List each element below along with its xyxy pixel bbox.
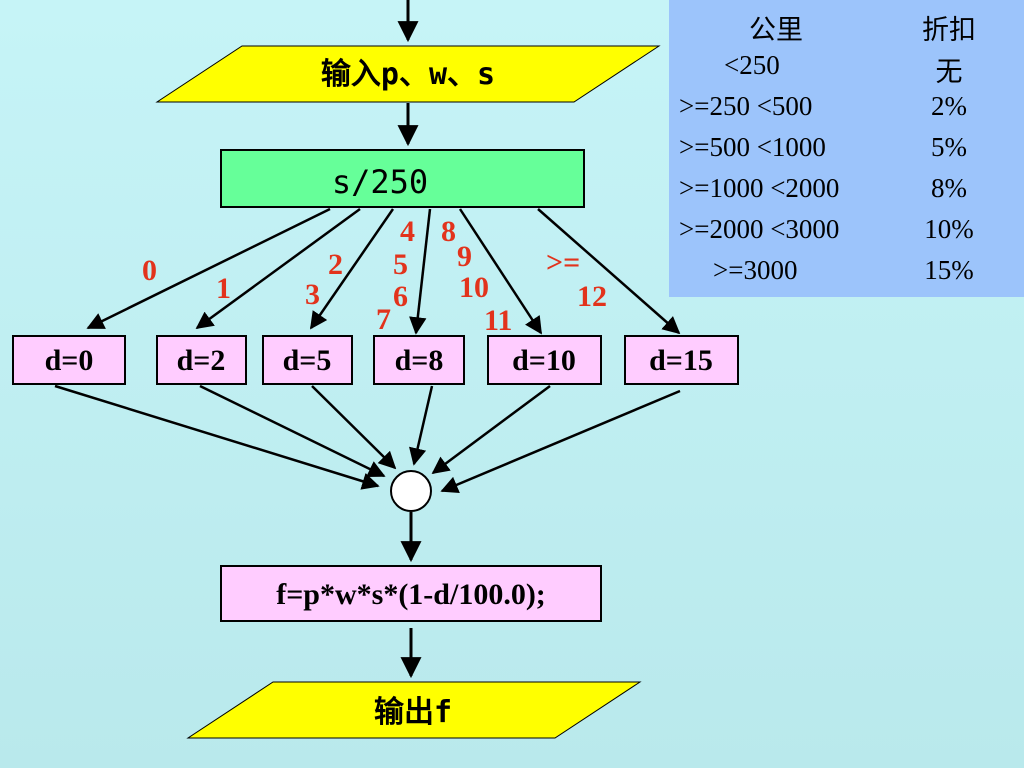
branch-arrow-d8 <box>409 208 432 335</box>
table-row: >=500 <1000 5% <box>669 132 1024 172</box>
branch-label-1: 1 <box>216 272 231 305</box>
branch-label-11: 11 <box>484 304 512 337</box>
table-row: >=2000 <3000 10% <box>669 214 1024 254</box>
branch-label-7: 7 <box>376 303 391 336</box>
row-distance: >=250 <500 <box>679 91 813 121</box>
d-node-0-label: d=0 <box>45 344 94 377</box>
merge-arrow-d2 <box>199 384 386 478</box>
row-distance: >=1000 <2000 <box>679 173 840 203</box>
table-row: >=250 <500 2% <box>669 91 1024 131</box>
row-distance: <250 <box>724 50 780 80</box>
branch-label-2: 2 <box>328 248 343 281</box>
d-node-0: d=0 <box>12 335 126 385</box>
row-discount: 2% <box>931 91 967 121</box>
merge-arrow-d8 <box>409 385 434 466</box>
branch-label-12: 12 <box>577 280 607 313</box>
branch-label-6: 6 <box>393 280 408 313</box>
merge-connector <box>390 470 432 512</box>
formula-node-label: f=p*w*s*(1-d/100.0); <box>276 578 546 611</box>
table-row: >=3000 15% <box>669 255 1024 295</box>
branch-label-5: 5 <box>393 248 408 281</box>
d-node-15: d=15 <box>624 335 739 385</box>
merge-arrow-d5 <box>311 385 397 470</box>
d-node-2-label: d=2 <box>177 344 226 377</box>
row-discount: 15% <box>924 255 974 285</box>
header-distance: 公里 <box>749 15 803 45</box>
d-node-15-label: d=15 <box>649 344 713 377</box>
output-node-label: 输出f <box>374 695 452 730</box>
row-distance: >=3000 <box>713 255 798 285</box>
merge-arrow-d15 <box>440 389 681 493</box>
d-node-5: d=5 <box>262 335 353 385</box>
discount-table: 公里 折扣 <250 无 >=250 <500 2% >=500 <1000 5… <box>669 0 1024 297</box>
row-discount: 5% <box>931 132 967 162</box>
row-distance: >=500 <1000 <box>679 132 826 162</box>
discount-table-header: 公里 折扣 <box>669 8 1024 48</box>
table-row: <250 无 <box>669 50 1024 90</box>
compute-node-label: s/250 <box>332 163 428 201</box>
row-discount: 8% <box>931 173 967 203</box>
d-node-5-label: d=5 <box>283 344 332 377</box>
branch-label-4: 4 <box>400 215 415 248</box>
compute-node <box>220 149 585 208</box>
branch-arrow-d15 <box>537 208 681 335</box>
branch-label-ge: >= <box>546 246 580 279</box>
branch-arrow-d2 <box>195 207 361 330</box>
output-node <box>186 681 642 739</box>
branch-label-9: 9 <box>457 240 472 273</box>
merge-arrow-d10 <box>431 384 551 475</box>
branch-label-3: 3 <box>305 278 320 311</box>
d-node-10-label: d=10 <box>512 344 576 377</box>
branch-arrow-d10 <box>458 208 543 335</box>
merge-arrow-d0 <box>54 384 380 490</box>
input-node-label: 输入p、w、s <box>321 57 495 92</box>
row-distance: >=2000 <3000 <box>679 214 840 244</box>
input-node <box>155 45 661 103</box>
d-node-8-label: d=8 <box>395 344 444 377</box>
branch-arrow-d0 <box>86 207 331 330</box>
branch-label-0: 0 <box>142 254 157 287</box>
row-discount: 无 <box>935 57 963 87</box>
formula-node <box>220 565 602 622</box>
branch-arrow-d5 <box>309 208 395 330</box>
d-node-10: d=10 <box>487 335 602 385</box>
row-discount: 10% <box>924 214 974 244</box>
branch-label-10: 10 <box>459 271 489 304</box>
table-row: >=1000 <2000 8% <box>669 173 1024 213</box>
d-node-8: d=8 <box>373 335 465 385</box>
d-node-2: d=2 <box>156 335 247 385</box>
header-discount: 折扣 <box>922 15 976 45</box>
branch-label-8: 8 <box>441 215 456 248</box>
